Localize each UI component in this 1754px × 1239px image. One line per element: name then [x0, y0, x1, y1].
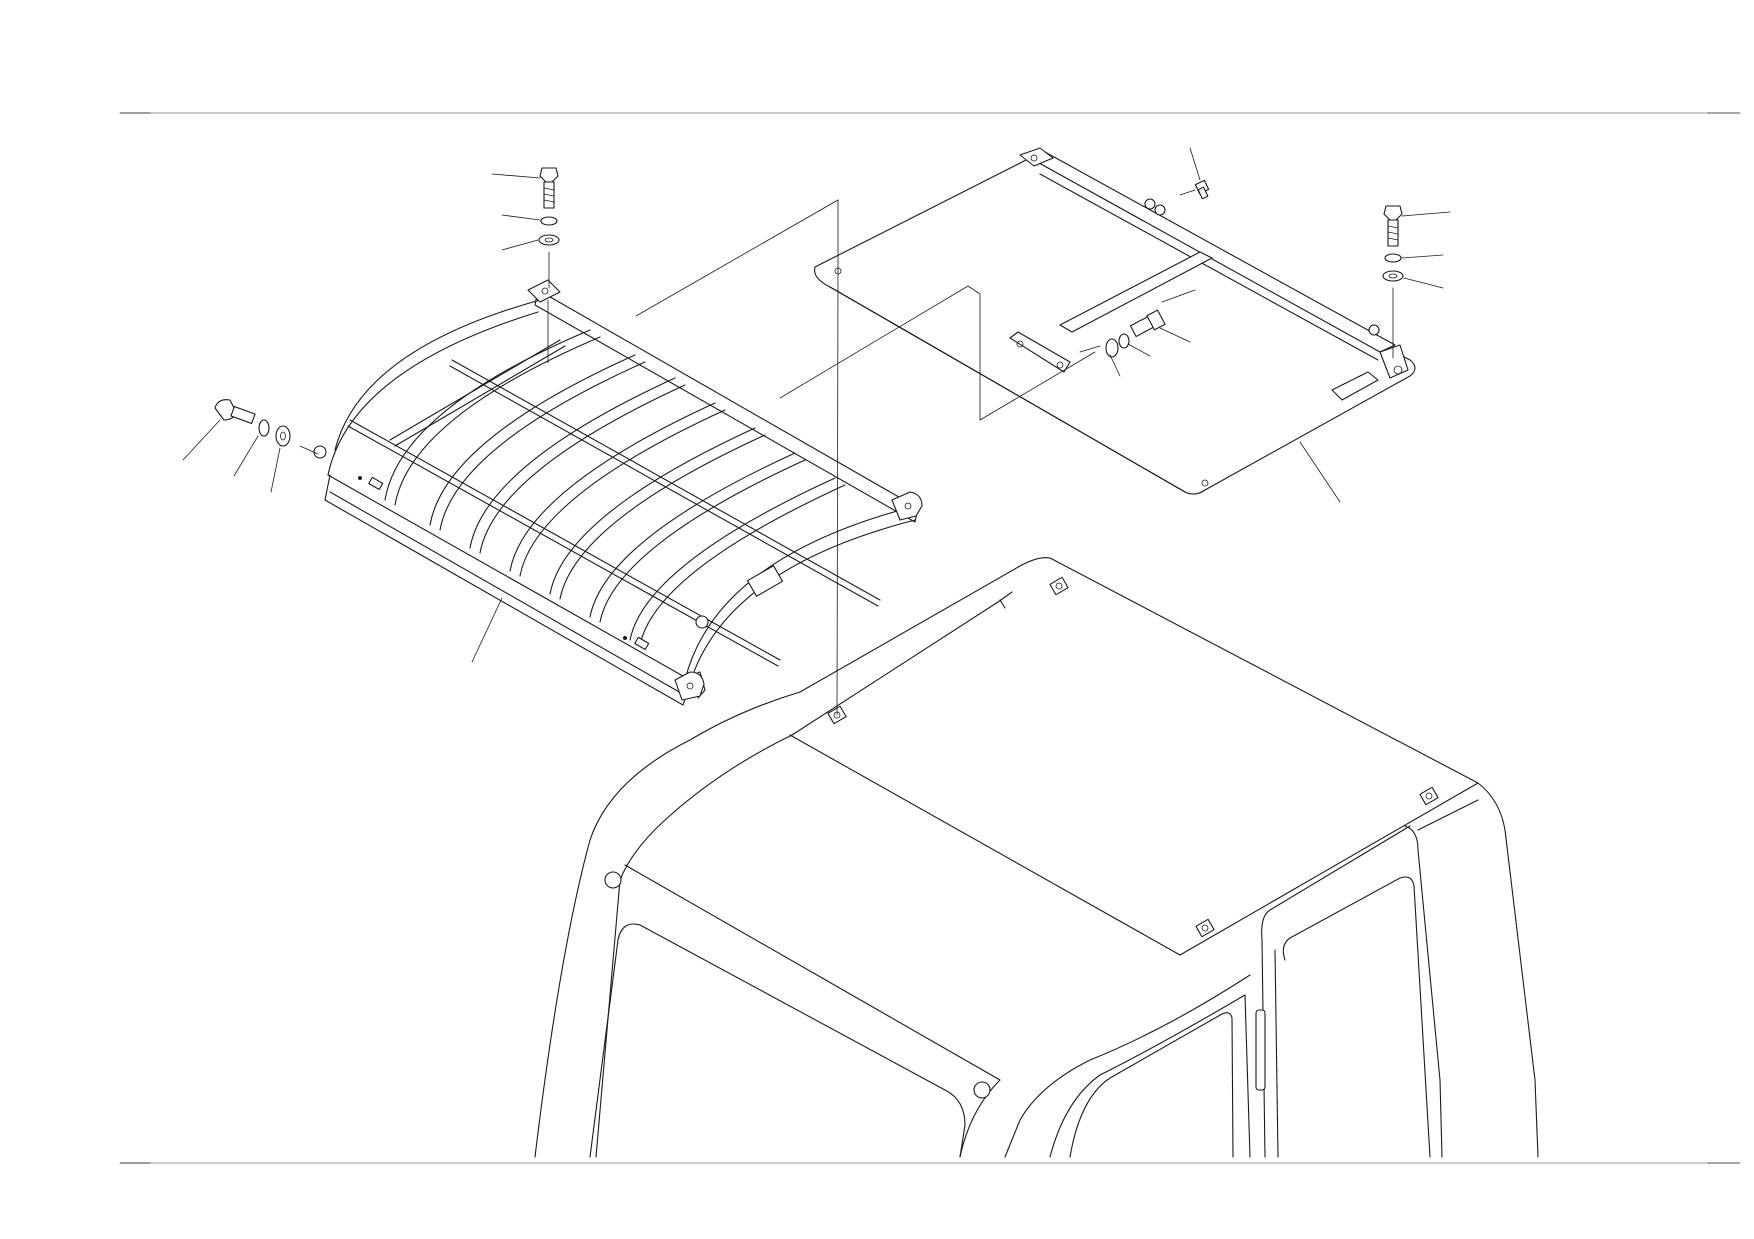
flat-washer-icon: [1382, 270, 1404, 282]
leader-lines: [182, 147, 1451, 716]
top-guard: [313, 279, 923, 706]
spring-washer-icon: [1118, 333, 1130, 349]
fastener-small-top: [1194, 179, 1210, 200]
roof-mount-pads: [827, 576, 1439, 938]
spring-washer-icon: [258, 419, 270, 437]
flat-washer-icon: [538, 234, 560, 246]
bracket-bolt-set: [1105, 309, 1166, 358]
bolt-icon: [230, 405, 256, 425]
fastener-set-right: [1382, 205, 1404, 282]
guard-ribs: [384, 329, 846, 646]
fastener-set-top-left: [538, 167, 560, 246]
spring-washer-icon: [1384, 253, 1402, 263]
flat-washer-icon: [275, 425, 291, 447]
spring-washer-icon: [540, 216, 558, 226]
sheet-frame: [119, 112, 1741, 1164]
flat-washer-icon: [1105, 338, 1119, 358]
bolt-head-icon: [539, 167, 559, 183]
cab-body: [534, 557, 1539, 1158]
bolt-head-icon: [1383, 205, 1403, 221]
fastener-set-left: [214, 399, 291, 447]
roof-cover-plate: [814, 147, 1416, 495]
